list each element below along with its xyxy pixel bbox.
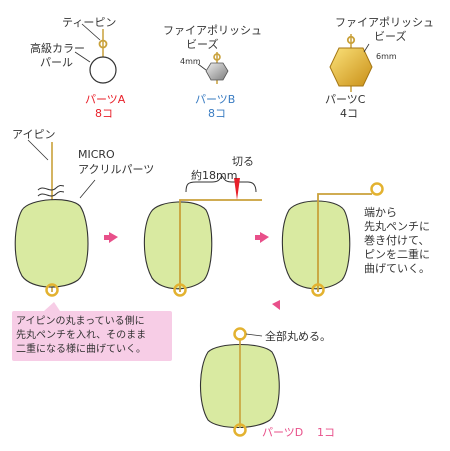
- wrap-text-1: 端から: [364, 206, 397, 219]
- part-c-count: 4コ: [340, 107, 358, 120]
- note-line-2: 先丸ペンチを入れ、そのまま: [16, 330, 147, 341]
- pearl-icon: [89, 56, 117, 84]
- step3-illustration: [281, 182, 384, 297]
- length-label: 約18mm: [191, 169, 238, 182]
- tpin-loop-icon: [98, 39, 108, 49]
- part-d-illustration: [200, 327, 280, 437]
- part-d-count: 1コ: [317, 426, 335, 439]
- arrow-icon: [260, 232, 269, 243]
- wrap-text-2: 先丸ペンチに: [364, 220, 430, 233]
- part-c-bead-label-2: ビーズ: [374, 30, 407, 43]
- part-c-size: 6mm: [376, 52, 397, 61]
- part-b-bead-label-2: ビーズ: [186, 38, 219, 51]
- acrylic-label-2: アクリルパーツ: [78, 163, 155, 176]
- part-b-count: 8コ: [208, 107, 226, 120]
- pearl-label-1: 高級カラー: [30, 42, 85, 55]
- part-a-label: パーツA: [85, 93, 126, 106]
- cut-mark-icon: [234, 178, 240, 200]
- wrap-loop-icon: [370, 182, 384, 196]
- part-a-count: 8コ: [95, 107, 113, 120]
- step2-illustration: [143, 175, 262, 297]
- acrylic-bead-icon: [14, 199, 89, 288]
- tpin-label: ティーピン: [62, 16, 117, 29]
- note-line-3: 二重になる様に曲げていく。: [16, 344, 146, 355]
- note-text: アイピンの丸まっている側に 先丸ペンチを入れ、そのまま 二重になる様に曲げていく…: [16, 315, 146, 357]
- wrap-text-4: ピンを二重に: [364, 248, 430, 261]
- part-c-illustration: [329, 34, 373, 92]
- part-c-label: パーツC: [325, 93, 366, 106]
- part-b-size: 4mm: [180, 57, 201, 66]
- part-b-label: パーツB: [195, 93, 236, 106]
- step1-illustration: [14, 139, 96, 297]
- note-box: [12, 311, 172, 361]
- part-b-bead-label-1: ファイアポリッシュ: [163, 24, 262, 37]
- eyepin-label: アイピン: [12, 128, 56, 141]
- acrylic-label-1: MICRO: [78, 148, 115, 161]
- pearl-label-2: パール: [40, 56, 73, 69]
- part-b-illustration: [197, 52, 229, 84]
- eyepin-loop-icon: [45, 283, 59, 297]
- note-line-1: アイピンの丸まっている側に: [16, 316, 145, 327]
- wrap-text-5: 曲げていく。: [364, 262, 430, 275]
- arrow-icon: [109, 232, 118, 243]
- gold-bead-icon: [329, 47, 373, 87]
- arrow-icon: [272, 300, 280, 310]
- part-d-label: パーツD: [262, 426, 304, 439]
- wrap-text-3: 巻き付けて、: [364, 234, 430, 247]
- part-c-bead-label-1: ファイアポリッシュ: [335, 16, 434, 29]
- silver-bead-icon: [205, 62, 229, 81]
- final-label: 全部丸める。: [265, 330, 331, 343]
- part-a-illustration: [74, 23, 117, 84]
- cut-label: 切る: [232, 155, 254, 168]
